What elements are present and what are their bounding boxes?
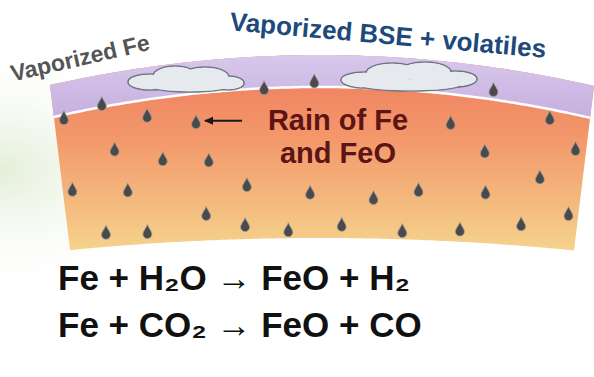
cloud-fill — [151, 81, 229, 91]
droplet — [192, 115, 201, 129]
droplet — [123, 183, 132, 197]
droplet — [204, 153, 213, 167]
vapor-fe-label: Vaporized Fe — [8, 29, 152, 87]
droplet — [97, 97, 106, 111]
droplet — [369, 191, 378, 205]
droplet — [517, 217, 526, 231]
droplet — [202, 207, 211, 221]
droplet — [241, 218, 250, 232]
droplet — [489, 83, 498, 97]
layers — [50, 55, 594, 250]
magma-ocean — [50, 55, 594, 250]
droplet — [455, 222, 464, 236]
droplet — [564, 207, 573, 221]
droplet — [284, 223, 293, 237]
droplet — [481, 185, 490, 199]
droplet — [158, 152, 167, 166]
droplet — [110, 142, 119, 156]
droplet — [260, 81, 269, 95]
droplet — [480, 144, 489, 158]
droplet — [68, 182, 77, 196]
droplet — [535, 170, 544, 184]
droplet — [446, 116, 455, 130]
droplet — [143, 108, 152, 122]
rain-label: Rain of Fe and FeO — [248, 104, 428, 171]
equation: Fe + H₂O → FeO + H₂ — [58, 258, 410, 298]
droplet — [545, 111, 554, 125]
droplets — [59, 74, 580, 239]
equation: Fe + CO₂ → FeO + CO — [58, 305, 422, 345]
droplet — [414, 183, 423, 197]
vapor-cloud — [128, 66, 244, 92]
droplet — [398, 224, 407, 238]
droplet — [306, 185, 315, 199]
droplet — [242, 178, 251, 192]
droplet — [143, 225, 152, 239]
leader-arrow — [205, 120, 242, 122]
droplet — [571, 142, 580, 156]
clouds — [128, 62, 477, 92]
leaders — [205, 120, 242, 121]
droplet — [59, 111, 68, 125]
droplet — [102, 225, 111, 239]
droplet — [337, 217, 346, 231]
vapor-cloud — [341, 62, 477, 91]
cloud-fill — [361, 80, 459, 90]
vapor-bse-label: Vaporized BSE + volatiles — [229, 7, 548, 64]
droplet — [310, 74, 319, 88]
